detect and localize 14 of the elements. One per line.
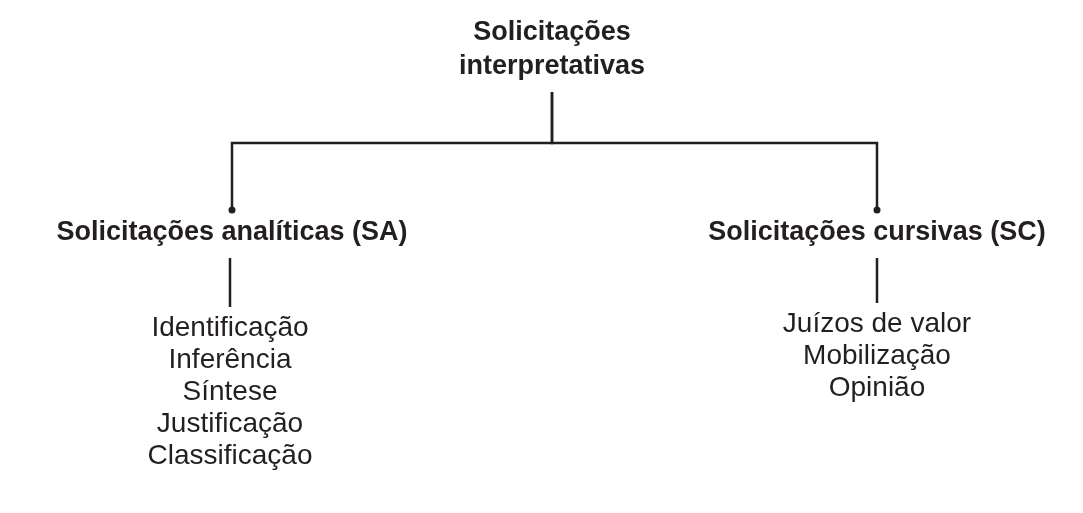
list-item: Juízos de valor (782, 307, 972, 339)
root-heading: Solicitações interpretativas (457, 15, 647, 82)
list-item: Opinião (827, 371, 927, 403)
connector-line (875, 258, 879, 303)
list-item: Justificação (155, 407, 305, 439)
list-item: Síntese (181, 375, 279, 407)
list-item: Identificação (150, 311, 310, 343)
connector-line (550, 92, 881, 214)
list-item: Mobilização (802, 339, 952, 371)
list-item: Classificação (147, 439, 313, 471)
connector-line (228, 258, 232, 307)
list-item: Inferência (167, 343, 293, 375)
category-heading: Solicitações analíticas (SA) (56, 215, 408, 248)
category-heading: Solicitações cursivas (SC) (708, 215, 1046, 248)
